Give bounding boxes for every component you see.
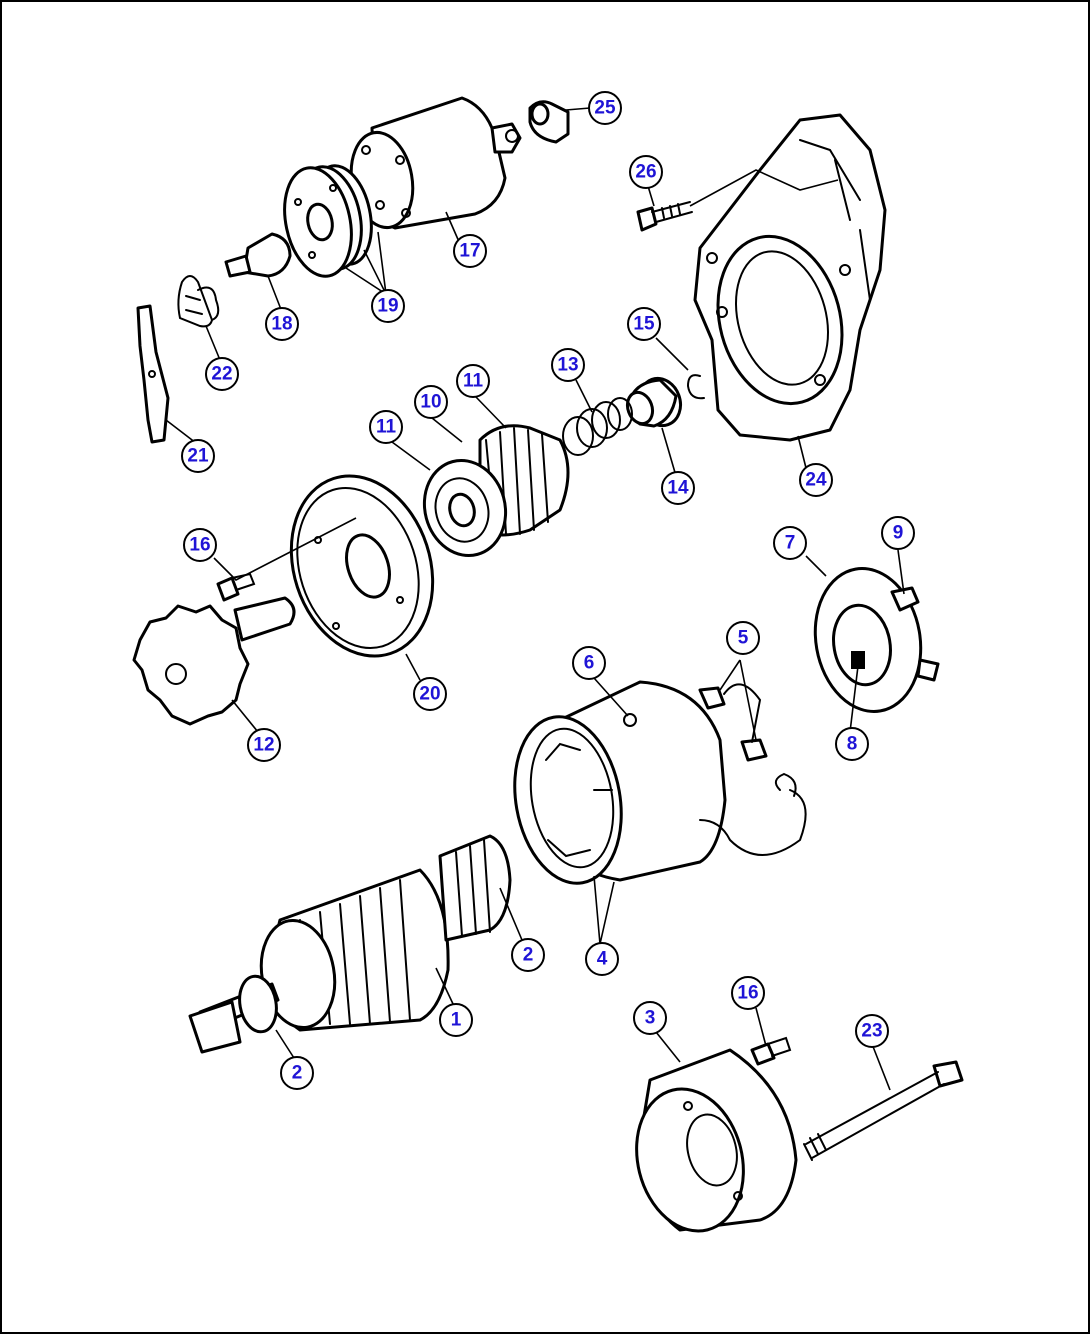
boot xyxy=(528,100,570,144)
callout-18: 18 xyxy=(265,307,299,341)
callout-label: 25 xyxy=(594,98,616,119)
callout-7: 7 xyxy=(773,526,807,560)
callout-9: 9 xyxy=(881,516,915,550)
callout-label: 1 xyxy=(451,1010,462,1031)
callout-3: 3 xyxy=(633,1001,667,1035)
bolt-26 xyxy=(636,201,693,232)
callout-12: 12 xyxy=(247,728,281,762)
callout-11-left: 11 xyxy=(369,410,403,444)
bolt-16-lower xyxy=(750,1036,792,1066)
callout-label: 11 xyxy=(463,371,484,392)
callout-1: 1 xyxy=(439,1003,473,1037)
spring-clip xyxy=(177,275,220,328)
callout-21: 21 xyxy=(181,439,215,473)
through-bolt xyxy=(803,1060,964,1161)
callout-label: 19 xyxy=(377,296,398,317)
callout-14: 14 xyxy=(661,471,695,505)
callout-label: 12 xyxy=(253,735,274,756)
callout-2-upper: 2 xyxy=(511,938,545,972)
leader-lines xyxy=(165,107,905,1091)
callout-16-lower: 16 xyxy=(731,976,765,1010)
callout-label: 24 xyxy=(805,470,827,491)
callout-24: 24 xyxy=(799,463,833,497)
callout-4: 4 xyxy=(585,942,619,976)
callout-22: 22 xyxy=(205,357,239,391)
callout-label: 23 xyxy=(861,1021,882,1042)
stop-collar xyxy=(625,376,683,428)
callout-label: 22 xyxy=(211,364,232,385)
snap-ring xyxy=(686,374,705,400)
overrunning-clutch xyxy=(422,424,570,558)
callout-6: 6 xyxy=(572,646,606,680)
callout-label: 4 xyxy=(597,949,608,970)
callout-10: 10 xyxy=(414,385,448,419)
callout-label: 2 xyxy=(523,945,534,966)
yoke-field-coil xyxy=(513,680,807,885)
callout-label: 16 xyxy=(189,535,210,556)
callout-label: 16 xyxy=(737,983,758,1004)
callout-label: 14 xyxy=(667,478,689,499)
callout-20: 20 xyxy=(413,677,447,711)
callout-label: 10 xyxy=(420,392,441,413)
center-plate xyxy=(289,474,435,658)
armature xyxy=(188,834,512,1054)
callout-label: 17 xyxy=(459,241,480,262)
bolt-16-upper xyxy=(216,572,256,602)
callout-25: 25 xyxy=(588,91,622,125)
callout-label: 13 xyxy=(557,355,578,376)
callout-13: 13 xyxy=(551,348,585,382)
callout-label: 8 xyxy=(847,734,858,755)
brush-holder xyxy=(813,567,940,713)
callout-label: 7 xyxy=(785,533,796,554)
solenoid-plate-set xyxy=(283,164,373,278)
callout-label: 3 xyxy=(645,1008,656,1029)
callout-8: 8 xyxy=(835,727,869,761)
callout-label: 5 xyxy=(738,628,749,649)
callout-label: 21 xyxy=(187,446,209,467)
callout-23: 23 xyxy=(855,1014,889,1048)
compression-spring xyxy=(562,397,633,456)
callout-26: 26 xyxy=(629,155,663,189)
front-housing xyxy=(693,113,887,442)
callout-19: 19 xyxy=(371,289,405,323)
pinion-gear xyxy=(132,596,296,726)
callout-11-right: 11 xyxy=(456,364,490,398)
callout-label: 2 xyxy=(292,1063,303,1084)
callout-label: 11 xyxy=(376,417,397,438)
callout-label: 18 xyxy=(271,314,292,335)
callout-label: 20 xyxy=(419,684,440,705)
callout-15: 15 xyxy=(627,307,661,341)
callout-label: 15 xyxy=(633,314,655,335)
callout-5: 5 xyxy=(726,621,760,655)
shift-lever xyxy=(136,304,170,444)
callout-17: 17 xyxy=(453,234,487,268)
callout-label: 9 xyxy=(893,523,904,544)
rear-end-cover xyxy=(635,1048,798,1233)
callout-2-lower: 2 xyxy=(280,1056,314,1090)
plunger xyxy=(224,232,292,278)
callout-label: 26 xyxy=(635,162,656,183)
callout-16-upper: 16 xyxy=(183,528,217,562)
callout-label: 6 xyxy=(584,653,595,674)
